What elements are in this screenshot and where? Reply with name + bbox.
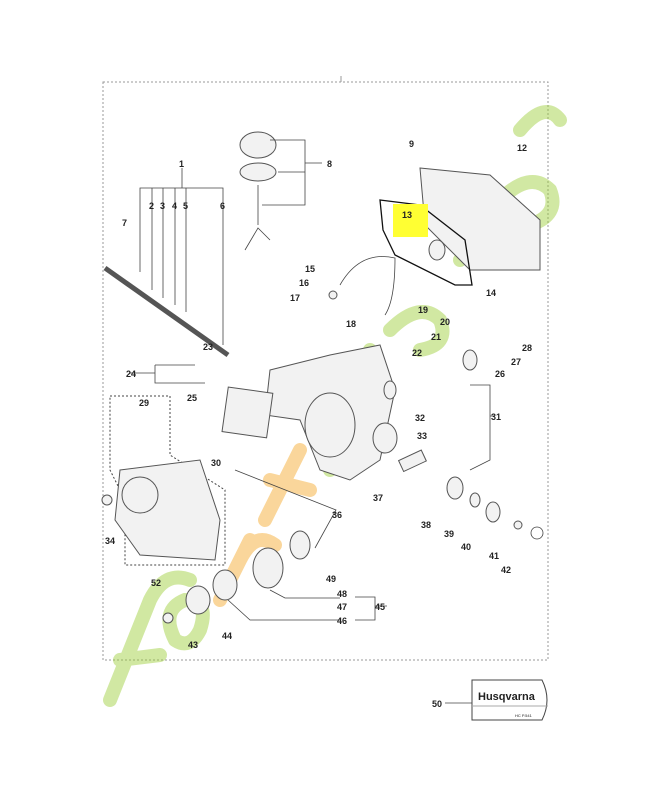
leader-lines-31 [469,384,495,471]
part-label-44[interactable]: 44 [222,631,232,641]
part-label-40[interactable]: 40 [461,542,471,552]
part-label-33[interactable]: 33 [417,431,427,441]
nut-43 [162,612,174,624]
seal-ring [428,239,446,261]
leader-lines-24 [130,364,205,384]
nut-34 [101,494,113,506]
part-label-8[interactable]: 8 [327,159,332,169]
part-label-41[interactable]: 41 [489,551,499,561]
part-label-43[interactable]: 43 [188,640,198,650]
part-label-16[interactable]: 16 [299,278,309,288]
watermark-stroke [103,570,197,707]
bearing-40 [485,501,501,523]
part-label-24[interactable]: 24 [126,369,136,379]
part-label-4[interactable]: 4 [172,201,177,211]
part-label-36[interactable]: 36 [332,510,342,520]
leader-lines-1-6 [139,168,224,345]
parts [101,131,544,624]
washer-44 [185,585,211,615]
part-label-9[interactable]: 9 [409,139,414,149]
part-label-17[interactable]: 17 [290,293,300,303]
part-label-26[interactable]: 26 [495,369,505,379]
watermark-stroke [383,305,450,357]
part-label-23[interactable]: 23 [203,342,213,352]
leader-lines-45 [227,469,387,621]
drum-48 [252,547,284,589]
decal-brand: Husqvarna [478,691,536,703]
clutch-46 [212,569,238,601]
part-label-25[interactable]: 25 [187,393,197,403]
part-label-49[interactable]: 49 [326,574,336,584]
oil-cap [239,131,277,159]
part-label-6[interactable]: 6 [220,201,225,211]
part-label-3[interactable]: 3 [160,201,165,211]
cover-hub [121,476,159,514]
part-label-13[interactable]: 13 [402,210,412,220]
circlip-41 [513,520,523,530]
ring-42 [530,526,544,540]
part-label-22[interactable]: 22 [412,348,422,358]
arm-clamp [372,422,398,454]
part-label-28[interactable]: 28 [522,343,532,353]
part-label-47[interactable]: 47 [337,602,347,612]
diagram-frame [102,81,549,661]
adjuster-rod [103,265,230,358]
part-label-12[interactable]: 12 [517,143,527,153]
watermark-stroke [258,443,317,527]
part-label-29[interactable]: 29 [139,398,149,408]
oil-filter [244,227,271,251]
part-label-52[interactable]: 52 [151,578,161,588]
part-label-34[interactable]: 34 [105,536,115,546]
part-label-15[interactable]: 15 [305,264,315,274]
flange-49 [289,530,311,560]
part-label-32[interactable]: 32 [415,413,425,423]
part-label-45[interactable]: 45 [375,602,385,612]
part-label-39[interactable]: 39 [444,529,454,539]
part-label-46[interactable]: 46 [337,616,347,626]
bearing-38 [446,476,464,500]
shaft [397,449,427,473]
part-label-20[interactable]: 20 [440,317,450,327]
part-label-30[interactable]: 30 [211,458,221,468]
part-label-48[interactable]: 48 [337,589,347,599]
bearing-26 [462,349,478,371]
part-label-37[interactable]: 37 [373,493,383,503]
part-label-38[interactable]: 38 [421,520,431,530]
bearing-32 [383,380,397,400]
part-label-14[interactable]: 14 [486,288,496,298]
part-label-21[interactable]: 21 [431,332,441,342]
husqvarna-decal: Husqvarna HC P.541 [445,679,548,721]
guide-plate [221,386,274,439]
highlight-part-13[interactable] [393,204,428,237]
part-label-1[interactable]: 1 [179,159,184,169]
spacer-39 [469,492,481,508]
leader-lines-8 [262,139,322,206]
part-label-31[interactable]: 31 [491,412,501,422]
housing-bore [304,392,356,458]
part-label-42[interactable]: 42 [501,565,511,575]
part-label-7[interactable]: 7 [122,218,127,228]
decal-small-text: HC P.541 [515,713,533,718]
part-label-18[interactable]: 18 [346,319,356,329]
cap-seal [239,162,277,182]
hose-filter [328,290,338,300]
part-label-27[interactable]: 27 [511,357,521,367]
part-label-50[interactable]: 50 [432,699,442,709]
part-label-2[interactable]: 2 [149,201,154,211]
oil-hose [339,256,396,316]
part-label-19[interactable]: 19 [418,305,428,315]
part-label-5[interactable]: 5 [183,201,188,211]
